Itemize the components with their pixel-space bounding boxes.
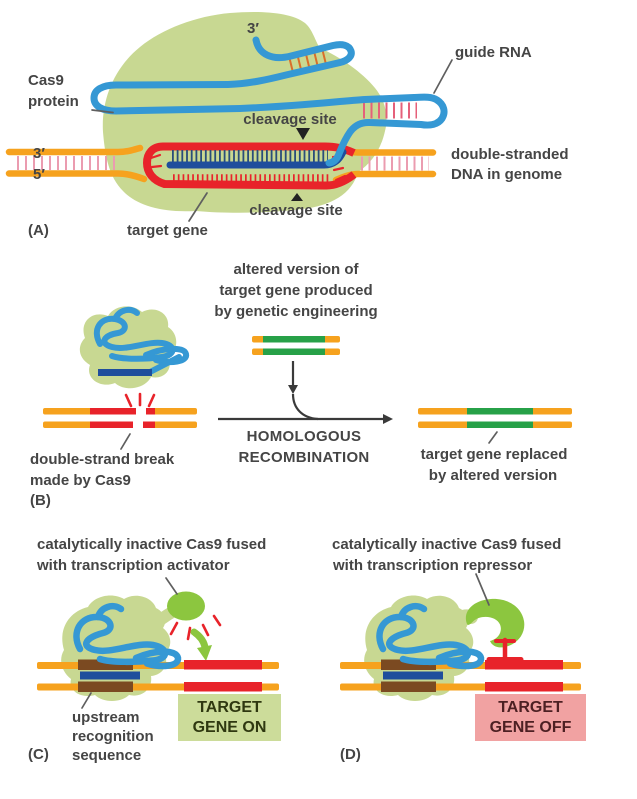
panel-tag-b: (B) [30,492,51,509]
pointer-guide-rna [433,59,453,94]
label-altered-line2: target gene produced [219,282,373,299]
label-homologous: HOMOLOGOUS [246,428,362,445]
recombination-arrow [218,361,393,424]
hybrid-segment-d [383,671,443,680]
badge-off-line1: TARGET [498,699,563,716]
pointer-break [120,433,131,450]
label-replaced-line2: by altered version [428,467,558,484]
badge-off-line2: GENE OFF [489,719,572,736]
label-altered-line1: altered version of [233,261,359,278]
panel-c-graphic [37,577,279,709]
broken-dna [43,407,197,429]
altered-gene-dna [252,336,340,355]
upstream-sequence-bar-bottom [78,681,133,692]
badge-on-line2: GENE ON [192,719,267,736]
label-break-line2: made by Cas9 [30,472,131,489]
activation-arrow-head [197,645,212,661]
label-target-gene: target gene [127,222,208,239]
dna-left-duplex [5,144,148,183]
target-gene-bar-top-d [485,660,563,670]
label-upstream-line2: recognition [72,728,154,745]
activation-arrow-shaft [190,628,209,651]
label-three-prime-top: 3′ [247,20,259,37]
panel-tag-c: (C) [28,746,49,763]
label-break-line1: double-strand break [30,451,175,468]
panel-b-graphic [43,306,572,450]
label-recombination: RECOMBINATION [238,449,370,466]
panel-tag-d: (D) [340,746,361,763]
target-gene-bar-top-c [184,660,262,670]
repression-tbar [486,637,524,662]
target-gene-off-badge: TARGET GENE OFF [475,694,586,741]
hybrid-segment-c [80,671,140,680]
label-three-prime-left: 3′ [33,145,45,162]
pointer-cas9-protein [91,109,114,114]
label-cas9-line1: Cas9 [28,72,64,89]
label-upstream-line1: upstream [72,709,140,726]
label-five-prime-left: 5′ [33,166,45,183]
label-d-caption-line1: catalytically inactive Cas9 fused [332,536,562,553]
label-d-caption-line2: with transcription repressor [333,557,533,574]
badge-on-line1: TARGET [197,699,262,716]
guide-rna-strand [90,36,448,167]
panel-d-graphic [340,573,581,701]
hairpin-rungs-top [288,46,333,73]
label-guide-rna: guide RNA [455,44,532,61]
target-gene-red-strands [143,142,357,190]
mini-guide-rna [93,306,190,375]
cleavage-triangle-bottom [291,193,303,201]
upstream-sequence-bar-bottom-d [381,681,436,692]
label-cleavage-site-top: cleavage site [243,111,337,128]
activation-burst-dashes [169,614,222,641]
transcription-repressor [465,598,525,648]
pointer-activator [165,577,178,595]
upstream-sequence-bar-top [78,659,133,670]
target-gene-bar-bottom-c [184,682,262,692]
label-altered-line3: by genetic engineering [214,303,378,320]
pointer-replaced [488,431,498,444]
label-c-caption-line1: catalytically inactive Cas9 fused [37,536,267,553]
label-cas9-line2: protein [28,93,79,110]
label-upstream-line3: sequence [72,747,142,764]
break-flash-dashes [124,392,156,408]
label-cleavage-site-bottom: cleavage site [249,202,343,219]
label-ds-dna-line2: DNA in genome [451,166,563,183]
target-gene-bar-bottom-d [485,682,563,692]
pointer-repressor [475,573,490,606]
label-ds-dna-line1: double-stranded [451,146,569,163]
target-gene-on-badge: TARGET GENE ON [178,694,281,741]
result-dna [418,408,572,428]
pointer-target-gene [188,192,208,222]
transcription-activator [167,591,205,621]
pointer-upstream [81,692,92,709]
cleavage-triangle-top [296,128,310,140]
upstream-sequence-bar-top-d [381,659,436,670]
panel-a-graphic [5,11,453,222]
panel-tag-a: (A) [28,222,49,239]
mini-hybrid-segment [98,369,152,376]
label-c-caption-line2: with transcription activator [37,557,230,574]
label-replaced-line1: target gene replaced [420,446,568,463]
